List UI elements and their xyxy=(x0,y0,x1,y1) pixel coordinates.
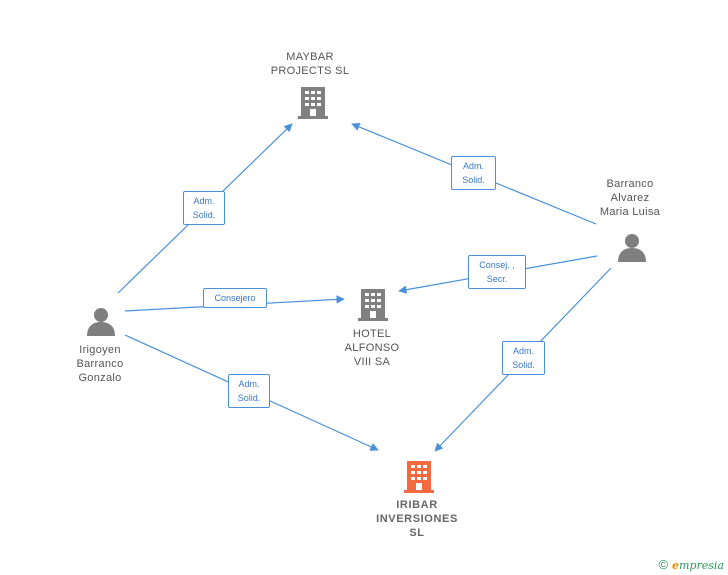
brand-logo-text: mpresia xyxy=(679,559,724,572)
edge-label-irigoyen-iribar[interactable]: Adm. Solid. xyxy=(228,374,270,408)
node-label-line: ALFONSO xyxy=(344,342,400,354)
edge-label-line: Solid. xyxy=(512,360,535,370)
node-label-maybar[interactable]: MAYBAR PROJECTS SL xyxy=(250,50,370,78)
building-icon-hotel[interactable] xyxy=(358,287,388,321)
node-label-line: Gonzalo xyxy=(78,372,122,384)
edge-label-line: Adm. xyxy=(462,161,484,171)
edge-label-line: Consejero xyxy=(214,293,256,303)
node-label-line: MAYBAR xyxy=(286,51,334,63)
brand-logo-initial: e xyxy=(672,559,680,572)
footer-brand[interactable]: ©empresia xyxy=(658,557,724,572)
node-label-hotel[interactable]: HOTEL ALFONSO VIII SA xyxy=(322,327,422,369)
building-icon-iribar[interactable] xyxy=(404,459,434,493)
node-label-line: VIII SA xyxy=(353,356,391,368)
edge-label-line: Solid. xyxy=(192,210,216,220)
edge-label-line: Adm. xyxy=(238,379,260,389)
copyright-symbol: © xyxy=(658,557,669,572)
edge-label-line: Consej. , xyxy=(479,260,515,270)
edge-label-barranco-maybar[interactable]: Adm. Solid. xyxy=(451,156,496,190)
edge-label-irigoyen-hotel[interactable]: Consejero xyxy=(203,288,267,308)
node-label-iribar[interactable]: IRIBAR INVERSIONES SL xyxy=(357,498,477,540)
edge-label-line: Adm. xyxy=(512,346,534,356)
edge-label-line: Solid. xyxy=(462,175,485,185)
node-label-line: Barranco xyxy=(76,358,124,370)
node-label-line: Alvarez xyxy=(610,192,650,204)
person-icon-barranco-alvarez[interactable] xyxy=(617,232,647,262)
node-label-line: IRIBAR xyxy=(396,499,438,511)
edge-label-line: Adm. xyxy=(193,196,215,206)
node-label-line: HOTEL xyxy=(352,328,392,340)
edge-label-barranco-hotel[interactable]: Consej. , Secr. xyxy=(468,255,526,289)
node-label-barranco-alvarez[interactable]: Barranco Alvarez Maria Luisa xyxy=(580,177,680,219)
edge-label-irigoyen-maybar[interactable]: Adm. Solid. xyxy=(183,191,225,225)
building-icon-maybar[interactable] xyxy=(298,85,328,119)
node-label-line: Barranco xyxy=(606,178,654,190)
person-icon-irigoyen[interactable] xyxy=(86,306,116,336)
node-label-line: SL xyxy=(409,527,425,539)
node-label-irigoyen[interactable]: Irigoyen Barranco Gonzalo xyxy=(50,343,150,385)
node-label-line: PROJECTS SL xyxy=(270,65,350,77)
node-label-line: Maria Luisa xyxy=(599,206,661,218)
node-label-line: Irigoyen xyxy=(79,344,121,356)
edge-label-line: Solid. xyxy=(237,393,261,403)
edge-label-line: Secr. xyxy=(486,274,508,284)
edge-label-barranco-iribar[interactable]: Adm. Solid. xyxy=(502,341,545,375)
node-label-line: INVERSIONES xyxy=(376,513,458,525)
